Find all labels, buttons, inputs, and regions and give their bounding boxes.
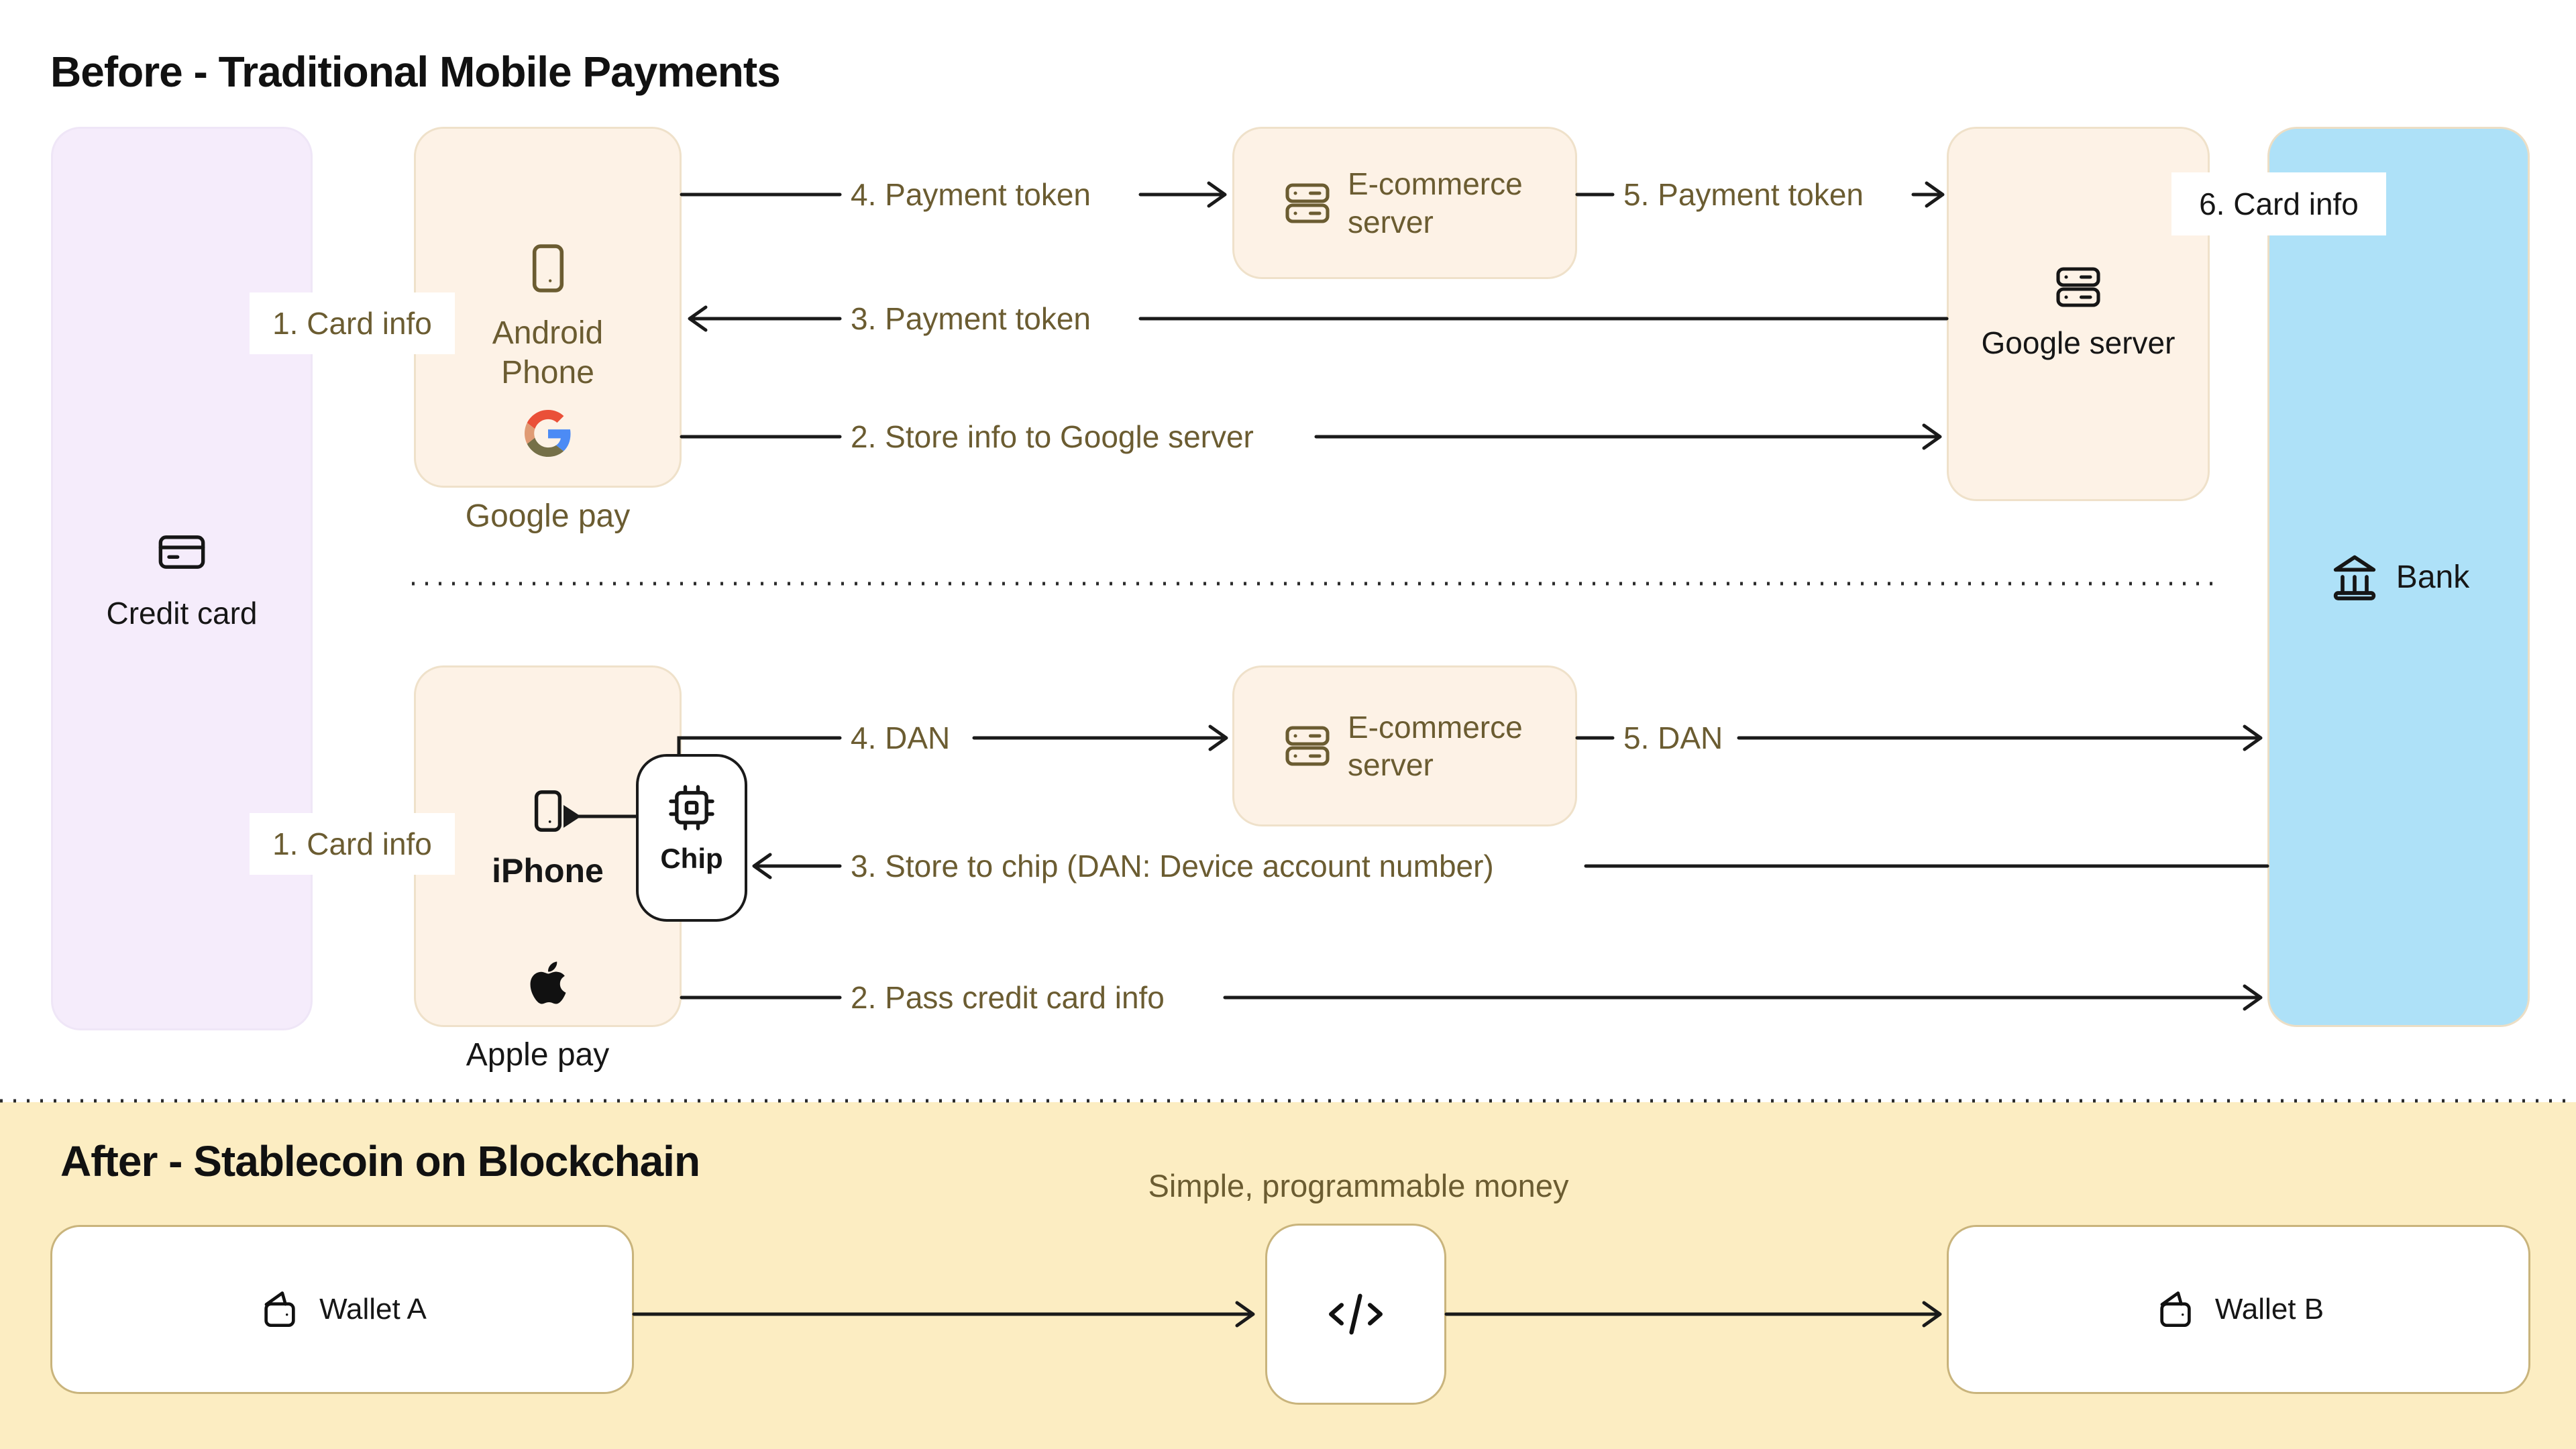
- android-phone-label: Android Phone: [492, 315, 604, 390]
- ecommerce-server-label-bottom: E-commerce server: [1348, 709, 1523, 782]
- bank-label: Bank: [2396, 559, 2470, 595]
- wallet-icon: [264, 1291, 295, 1327]
- google-pay-label: Google pay: [465, 498, 631, 534]
- before-section-title: Before - Traditional Mobile Payments: [50, 48, 781, 96]
- iphone-label: iPhone: [492, 852, 604, 890]
- after-section-title: After - Stablecoin on Blockchain: [60, 1137, 700, 1185]
- code-icon: [1329, 1293, 1383, 1335]
- chip-label: Chip: [660, 843, 723, 874]
- credit-card-label: Credit card: [106, 595, 258, 631]
- wallet-b-box: Wallet B: [1947, 1225, 2530, 1394]
- google-server-label: Google server: [1981, 325, 2176, 360]
- apple-icon: [530, 961, 566, 1004]
- gpay-step5-label: 5. Payment token: [1623, 177, 1864, 212]
- apay-step2-label: 2. Pass credit card info: [851, 980, 1165, 1015]
- apay-step1-label: 1. Card info: [250, 813, 455, 875]
- ecommerce-server-box-top: E-commerce server: [1232, 127, 1577, 279]
- server-icon: [2056, 267, 2100, 307]
- apay-step5-label: 5. DAN: [1623, 720, 1723, 755]
- server-icon: [1285, 726, 1330, 766]
- google-g-icon: [524, 410, 571, 458]
- credit-card-icon: [158, 535, 205, 569]
- bank-icon: [2333, 555, 2375, 600]
- wallet-icon: [2160, 1291, 2191, 1327]
- bank-box: Bank: [2267, 127, 2530, 1027]
- apple-pay-label: Apple pay: [466, 1037, 610, 1073]
- apay-step3-label: 3. Store to chip (DAN: Device account nu…: [851, 849, 1494, 883]
- smartphone-icon: [534, 790, 561, 832]
- gpay-step6-label: 6. Card info: [2171, 172, 2386, 235]
- server-icon: [1285, 182, 1330, 223]
- google-server-box: Google server: [1947, 127, 2210, 501]
- cpu-chip-icon: [669, 785, 714, 830]
- gpay-step4-label: 4. Payment token: [851, 177, 1091, 212]
- ecommerce-server-box-bottom: E-commerce server: [1232, 665, 1577, 826]
- wallet-a-label: Wallet A: [319, 1293, 427, 1326]
- ecommerce-server-label-top: E-commerce server: [1348, 166, 1523, 239]
- phone-chip-connector: [564, 805, 638, 828]
- smartphone-icon: [532, 244, 564, 292]
- gpay-step2-label: 2. Store info to Google server: [851, 419, 1254, 454]
- credit-card-box: Credit card: [51, 127, 313, 1030]
- after-subtitle: Simple, programmable money: [1148, 1168, 1569, 1203]
- wallet-b-label: Wallet B: [2214, 1293, 2324, 1326]
- apay-step4-label: 4. DAN: [851, 720, 951, 755]
- arrow-apay-step4: [677, 724, 1228, 756]
- chip-box: Chip: [636, 754, 747, 922]
- gpay-step1-label: 1. Card info: [250, 292, 455, 354]
- gpay-step3-label: 3. Payment token: [851, 301, 1091, 336]
- android-phone-box: Android Phone: [414, 127, 682, 488]
- smart-contract-box: [1265, 1224, 1446, 1405]
- wallet-a-box: Wallet A: [50, 1225, 634, 1394]
